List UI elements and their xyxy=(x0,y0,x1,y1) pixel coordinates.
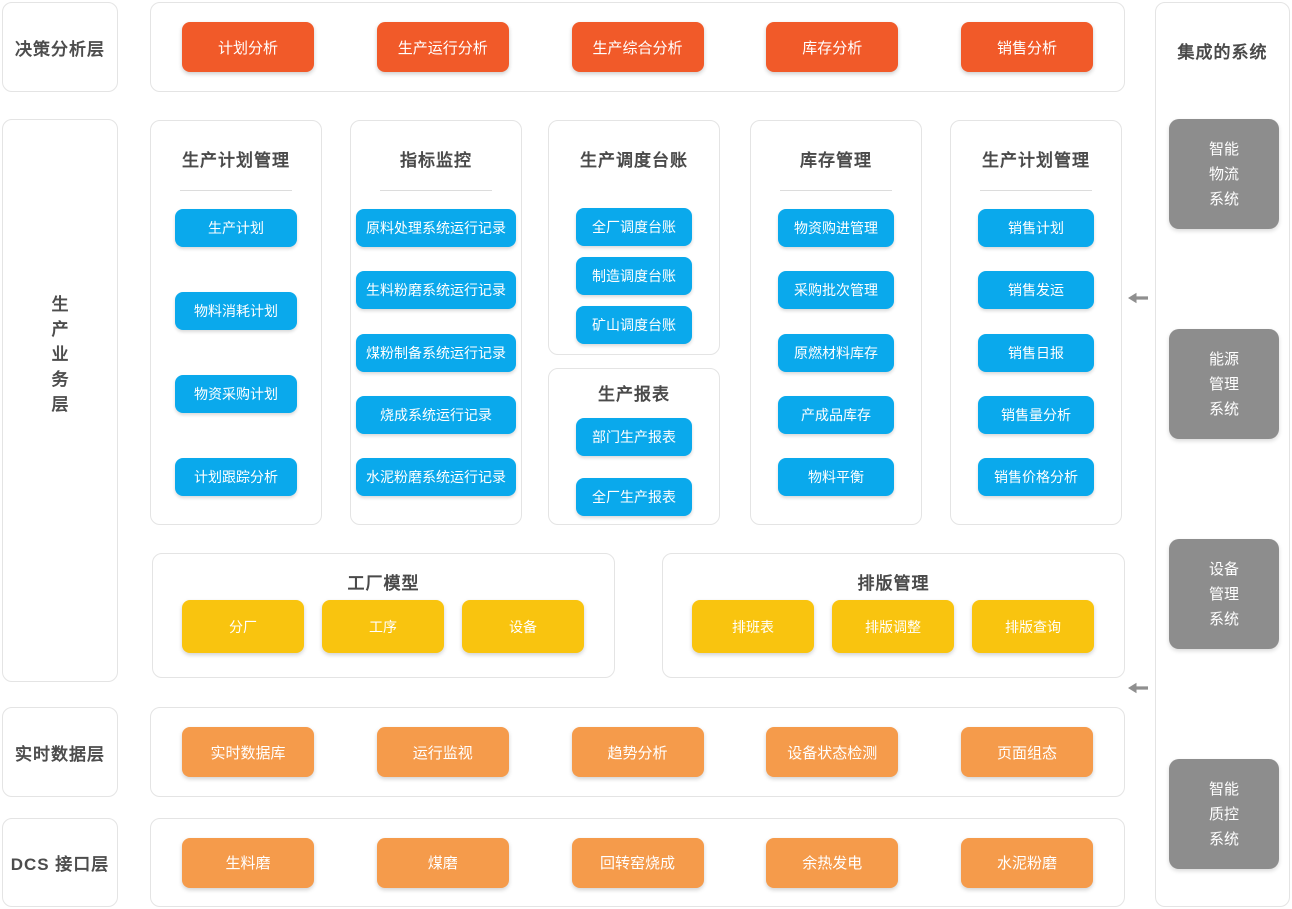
plant-production-report-button[interactable]: 全厂生产报表 xyxy=(576,478,692,516)
sales-daily-report-button[interactable]: 销售日报 xyxy=(978,333,1094,372)
manufacturing-dispatch-ledger-button[interactable]: 制造调度台账 xyxy=(576,257,692,295)
shift-schedule-button[interactable]: 排班表 xyxy=(692,600,814,653)
plan-analysis-button[interactable]: 计划分析 xyxy=(182,22,314,72)
realtime-data-row-panel: 实时数据库 运行监视 趋势分析 设备状态检测 页面组态 xyxy=(150,707,1125,797)
title-divider xyxy=(980,190,1092,191)
material-purchase-mgmt-button[interactable]: 物资购进管理 xyxy=(778,209,894,247)
left-arrow-icon xyxy=(1128,682,1148,694)
purchase-batch-mgmt-button[interactable]: 采购批次管理 xyxy=(778,271,894,310)
process-button[interactable]: 工序 xyxy=(322,600,444,653)
title-divider xyxy=(380,190,492,191)
cement-grinding-button[interactable]: 水泥粉磨 xyxy=(961,837,1093,888)
energy-management-system-box[interactable]: 能源管理系统 xyxy=(1169,329,1279,439)
waste-heat-power-button[interactable]: 余热发电 xyxy=(766,837,899,888)
panel-title: 集成的系统 xyxy=(1177,43,1268,62)
system-label: 智能物流系统 xyxy=(1208,140,1239,208)
schedule-adjust-button[interactable]: 排版调整 xyxy=(832,600,954,653)
panel-title: 生产计划管理 xyxy=(182,151,290,170)
mine-dispatch-ledger-button[interactable]: 矿山调度台账 xyxy=(576,306,692,344)
sales-plan-button[interactable]: 销售计划 xyxy=(978,209,1094,247)
button-group: 物资购进管理 采购批次管理 原燃材料库存 产成品库存 物料平衡 xyxy=(751,191,921,524)
panel-title: 排版管理 xyxy=(857,574,930,593)
title-divider xyxy=(180,190,292,191)
system-label: 设备管理系统 xyxy=(1208,560,1239,628)
layer-label-text: 决策分析层 xyxy=(15,39,105,59)
integrated-systems-panel: 集成的系统 智能物流系统 能源管理系统 设备管理系统 智能质控系统 xyxy=(1155,2,1290,907)
scheduling-management-panel: 排版管理 排班表 排版调整 排版查询 xyxy=(662,553,1125,678)
button-group: 销售计划 销售发运 销售日报 销售量分析 销售价格分析 xyxy=(951,191,1121,524)
layer-label-text: DCS 接口层 xyxy=(10,855,110,874)
material-consumption-plan-button[interactable]: 物料消耗计划 xyxy=(175,292,297,330)
panel-title: 生产报表 xyxy=(598,385,670,404)
decision-analysis-row-panel: 计划分析 生产运行分析 生产综合分析 库存分析 销售分析 xyxy=(150,2,1125,92)
schedule-query-button[interactable]: 排版查询 xyxy=(972,600,1094,653)
kpi-monitoring-panel: 指标监控 原料处理系统运行记录 生料粉磨系统运行记录 煤粉制备系统运行记录 烧成… xyxy=(350,120,522,525)
sales-shipment-button[interactable]: 销售发运 xyxy=(978,271,1094,310)
sales-price-analysis-button[interactable]: 销售价格分析 xyxy=(978,458,1094,496)
intelligent-quality-system-box[interactable]: 智能质控系统 xyxy=(1169,759,1279,869)
panel-title: 指标监控 xyxy=(400,151,472,170)
title-divider xyxy=(780,190,892,191)
layer-label-text-vertical: 生产业务层 xyxy=(51,295,69,414)
production-comprehensive-analysis-button[interactable]: 生产综合分析 xyxy=(571,22,704,72)
layer-label-production-business: 生产业务层 xyxy=(2,119,118,682)
button-group: 原料处理系统运行记录 生料粉磨系统运行记录 煤粉制备系统运行记录 烧成系统运行记… xyxy=(351,191,521,524)
clinker-burning-record-button[interactable]: 烧成系统运行记录 xyxy=(356,395,516,434)
dcs-interface-row-panel: 生料磨 煤磨 回转窑烧成 余热发电 水泥粉磨 xyxy=(150,818,1125,907)
layer-label-realtime-data: 实时数据层 xyxy=(2,707,118,797)
inventory-management-panel: 库存管理 物资购进管理 采购批次管理 原燃材料库存 产成品库存 物料平衡 xyxy=(750,120,922,525)
production-operation-analysis-button[interactable]: 生产运行分析 xyxy=(376,22,509,72)
intelligent-logistics-system-box[interactable]: 智能物流系统 xyxy=(1169,119,1279,229)
left-arrow-icon xyxy=(1128,292,1148,304)
raw-mill-button[interactable]: 生料磨 xyxy=(182,837,314,888)
panel-title: 工厂模型 xyxy=(347,574,420,593)
button-group: 全厂调度台账 制造调度台账 矿山调度台账 xyxy=(549,190,719,372)
production-dispatch-ledger-panel: 生产调度台账 全厂调度台账 制造调度台账 矿山调度台账 xyxy=(548,120,720,355)
coal-preparation-record-button[interactable]: 煤粉制备系统运行记录 xyxy=(356,333,516,372)
button-group: 部门生产报表 全厂生产报表 xyxy=(549,406,719,544)
department-production-report-button[interactable]: 部门生产报表 xyxy=(576,418,692,456)
sales-management-panel: 生产计划管理 销售计划 销售发运 销售日报 销售量分析 销售价格分析 xyxy=(950,120,1122,525)
trend-analysis-button[interactable]: 趋势分析 xyxy=(571,727,704,777)
layer-label-decision-analysis: 决策分析层 xyxy=(2,2,118,92)
equipment-button[interactable]: 设备 xyxy=(462,600,584,653)
button-group: 排班表 排版调整 排版查询 xyxy=(663,600,1124,653)
plan-tracking-analysis-button[interactable]: 计划跟踪分析 xyxy=(175,458,297,496)
operation-monitoring-button[interactable]: 运行监视 xyxy=(376,727,509,777)
material-purchase-plan-button[interactable]: 物资采购计划 xyxy=(175,375,297,413)
equipment-management-system-box[interactable]: 设备管理系统 xyxy=(1169,539,1279,649)
production-plan-management-panel: 生产计划管理 生产计划 物料消耗计划 物资采购计划 计划跟踪分析 xyxy=(150,120,322,525)
raw-meal-grinding-record-button[interactable]: 生料粉磨系统运行记录 xyxy=(356,271,516,310)
production-report-panel: 生产报表 部门生产报表 全厂生产报表 xyxy=(548,368,720,525)
button-group: 分厂 工序 设备 xyxy=(153,600,614,653)
raw-material-handling-record-button[interactable]: 原料处理系统运行记录 xyxy=(356,209,516,247)
layer-label-dcs-interface: DCS 接口层 xyxy=(2,818,118,907)
panel-title: 生产计划管理 xyxy=(982,151,1090,170)
page-configuration-button[interactable]: 页面组态 xyxy=(961,727,1093,777)
system-label: 能源管理系统 xyxy=(1208,350,1239,418)
raw-fuel-inventory-button[interactable]: 原燃材料库存 xyxy=(778,333,894,372)
button-group: 生产计划 物料消耗计划 物资采购计划 计划跟踪分析 xyxy=(151,191,321,524)
branch-plant-button[interactable]: 分厂 xyxy=(182,600,304,653)
panel-title: 生产调度台账 xyxy=(580,151,688,170)
realtime-database-button[interactable]: 实时数据库 xyxy=(182,727,314,777)
plant-dispatch-ledger-button[interactable]: 全厂调度台账 xyxy=(576,208,692,246)
rotary-kiln-burning-button[interactable]: 回转窑烧成 xyxy=(571,837,704,888)
factory-model-panel: 工厂模型 分厂 工序 设备 xyxy=(152,553,615,678)
finished-product-inventory-button[interactable]: 产成品库存 xyxy=(778,395,894,434)
panel-title: 库存管理 xyxy=(800,151,872,170)
layer-label-text: 实时数据层 xyxy=(15,744,105,764)
sales-analysis-button[interactable]: 销售分析 xyxy=(961,22,1093,72)
equipment-status-detection-button[interactable]: 设备状态检测 xyxy=(766,727,899,777)
material-balance-button[interactable]: 物料平衡 xyxy=(778,458,894,496)
coal-mill-button[interactable]: 煤磨 xyxy=(376,837,509,888)
system-label: 智能质控系统 xyxy=(1208,780,1239,848)
production-plan-button[interactable]: 生产计划 xyxy=(175,209,297,247)
inventory-analysis-button[interactable]: 库存分析 xyxy=(766,22,899,72)
cement-grinding-record-button[interactable]: 水泥粉磨系统运行记录 xyxy=(356,458,516,496)
sales-volume-analysis-button[interactable]: 销售量分析 xyxy=(978,395,1094,434)
